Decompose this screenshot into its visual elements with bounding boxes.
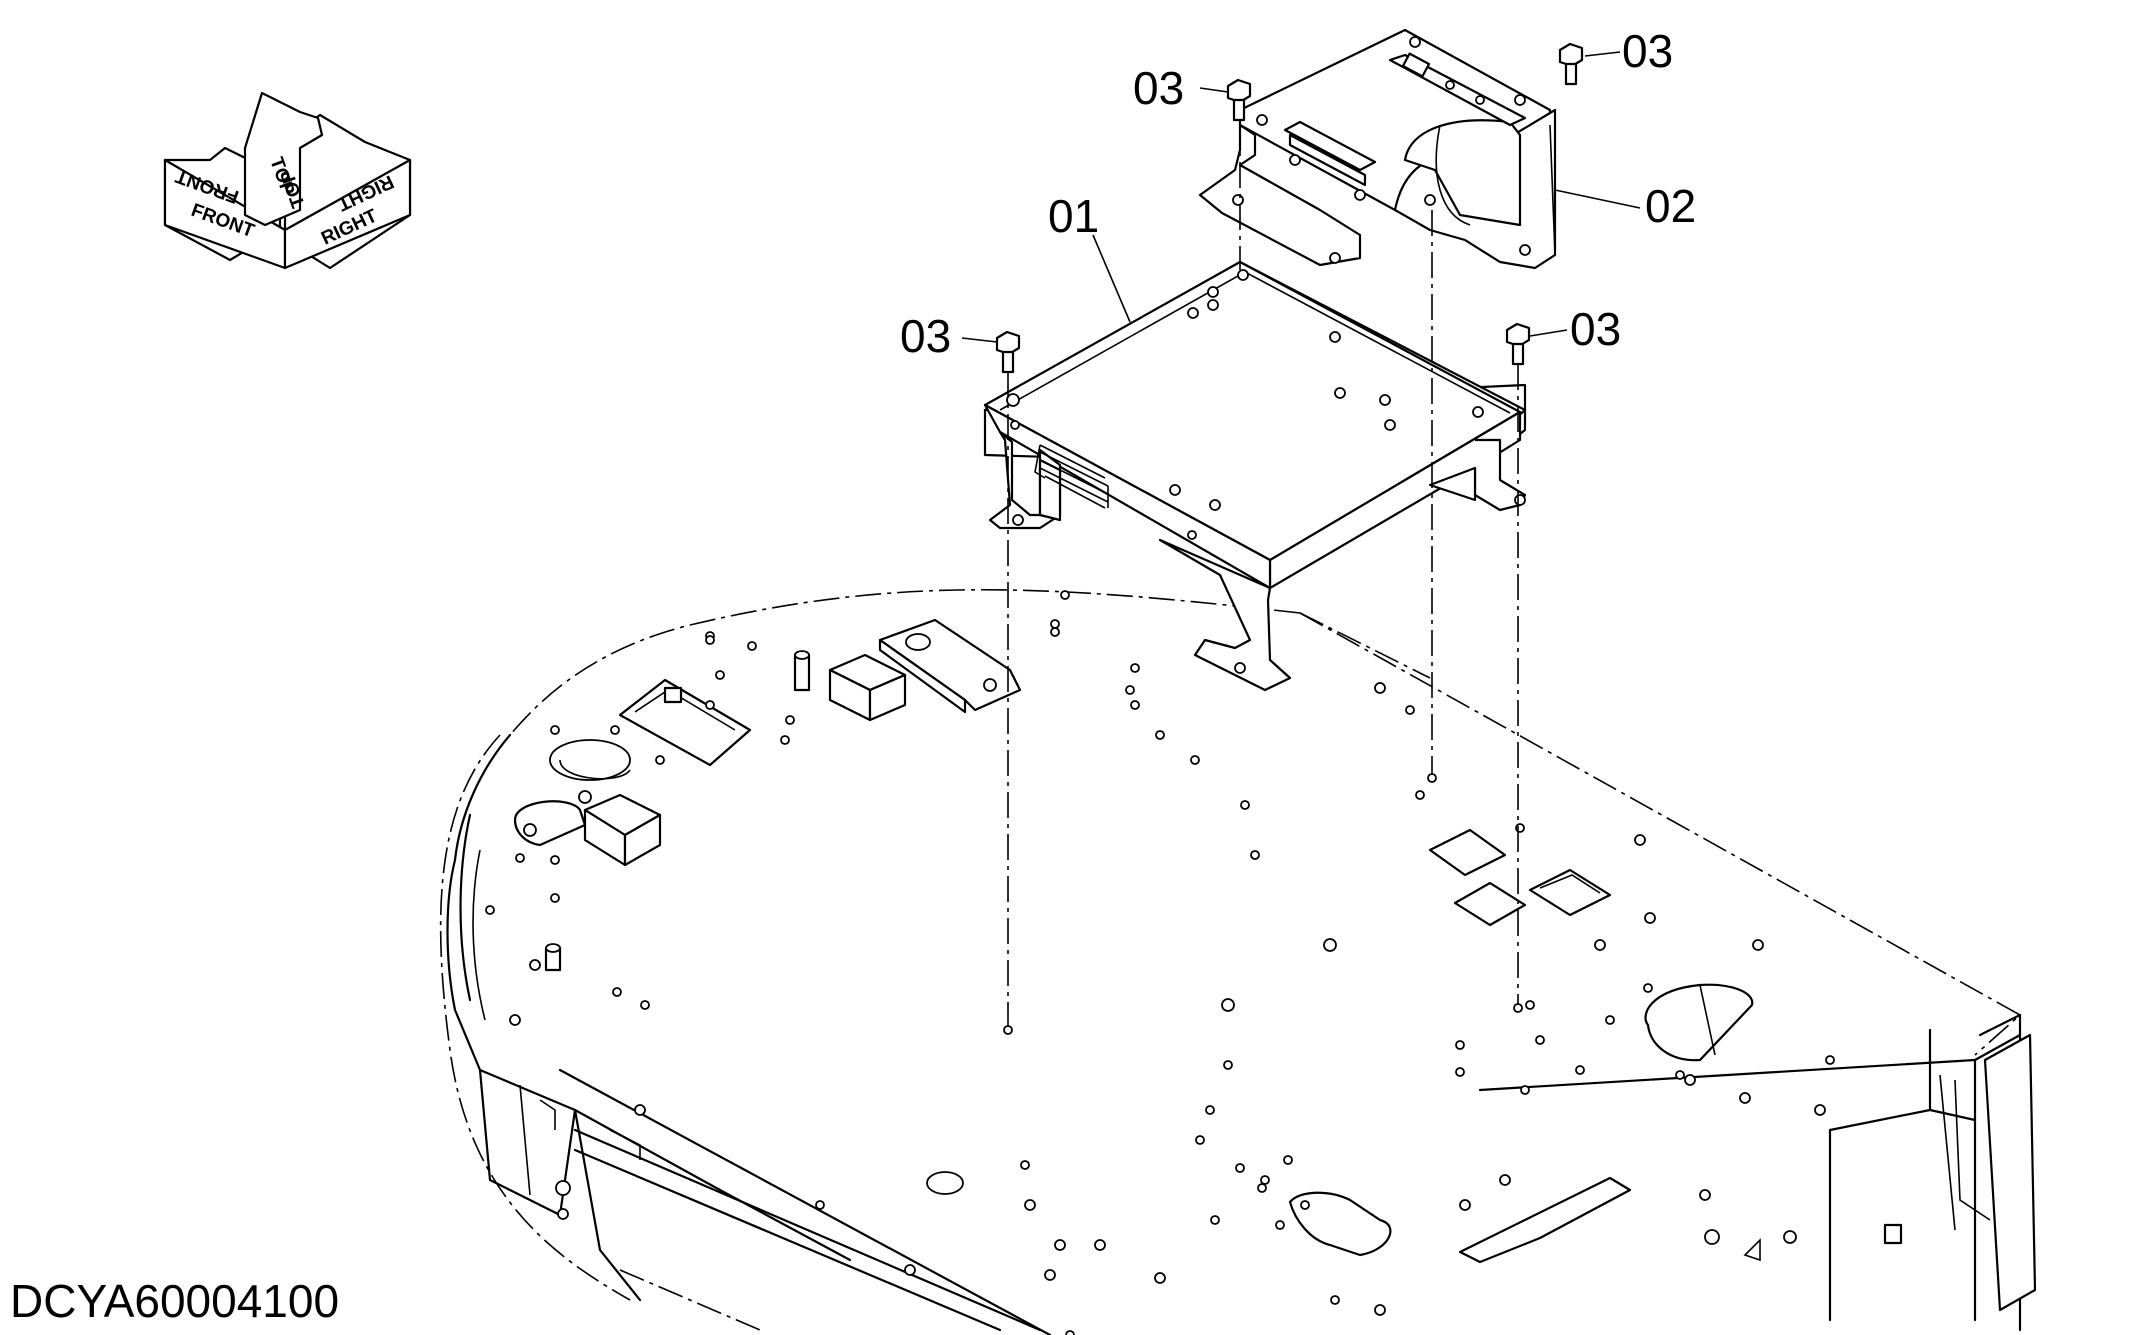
base-frame — [439, 588, 2037, 1335]
document-id: DCYA60004100 — [10, 1275, 340, 1327]
center-lines — [1007, 120, 1519, 1030]
callout-03-right: 03 — [1570, 303, 1621, 355]
plate-holes — [485, 590, 1835, 1335]
part-02-bracket — [1198, 28, 1557, 270]
callout-03-left: 03 — [900, 310, 951, 362]
callout-03-top-left: 03 — [1133, 62, 1184, 114]
orientation-symbol: FRONT FRONT TOP TOP RIGHT RIGHT — [163, 91, 412, 270]
bolt-left — [995, 330, 1021, 374]
bolt-right — [1505, 322, 1531, 366]
bolt-top-left — [1226, 78, 1252, 122]
leader-lines — [961, 51, 1641, 343]
bolt-top-right — [1558, 42, 1584, 86]
part-01-tray — [983, 260, 1527, 692]
callout-03-top-right: 03 — [1622, 25, 1673, 77]
callout-02: 02 — [1645, 180, 1696, 232]
callout-01: 01 — [1048, 190, 1099, 242]
